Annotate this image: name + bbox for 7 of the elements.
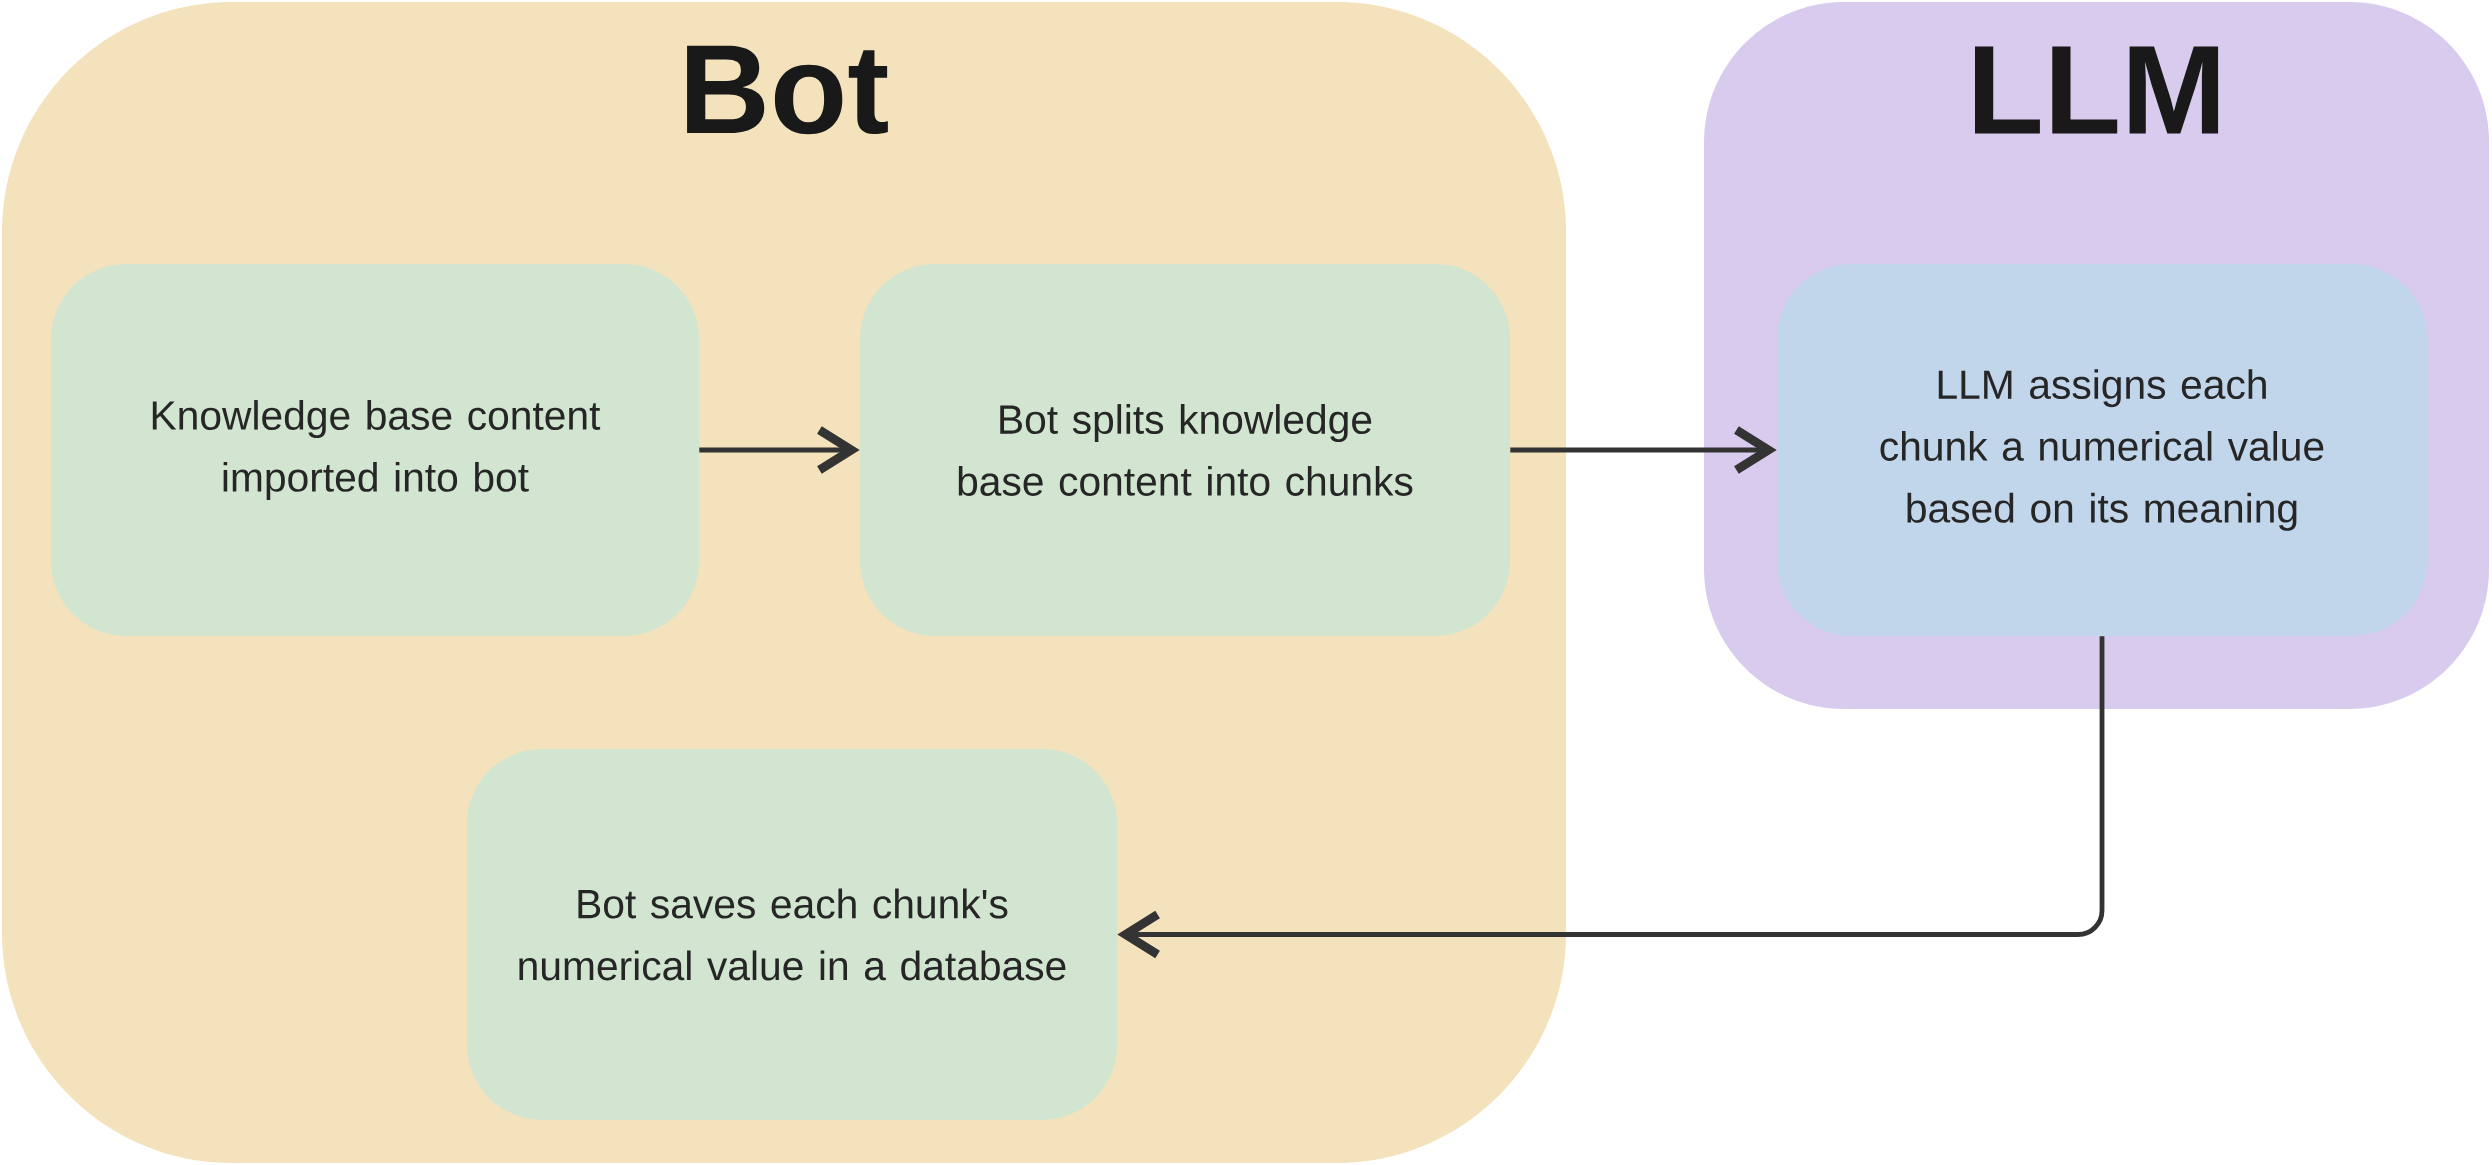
arrow <box>1117 636 2105 959</box>
arrow <box>1510 426 1777 474</box>
process-box: LLM assigns each chunk a numerical value based on its meaning <box>1777 264 2427 636</box>
process-box: Bot splits knowledge base content into chunks <box>860 264 1510 636</box>
arrow <box>699 426 860 474</box>
process-box: Bot saves each chunk's numerical value in a database <box>467 749 1117 1120</box>
process-box: Knowledge base content imported into bot <box>51 264 699 636</box>
